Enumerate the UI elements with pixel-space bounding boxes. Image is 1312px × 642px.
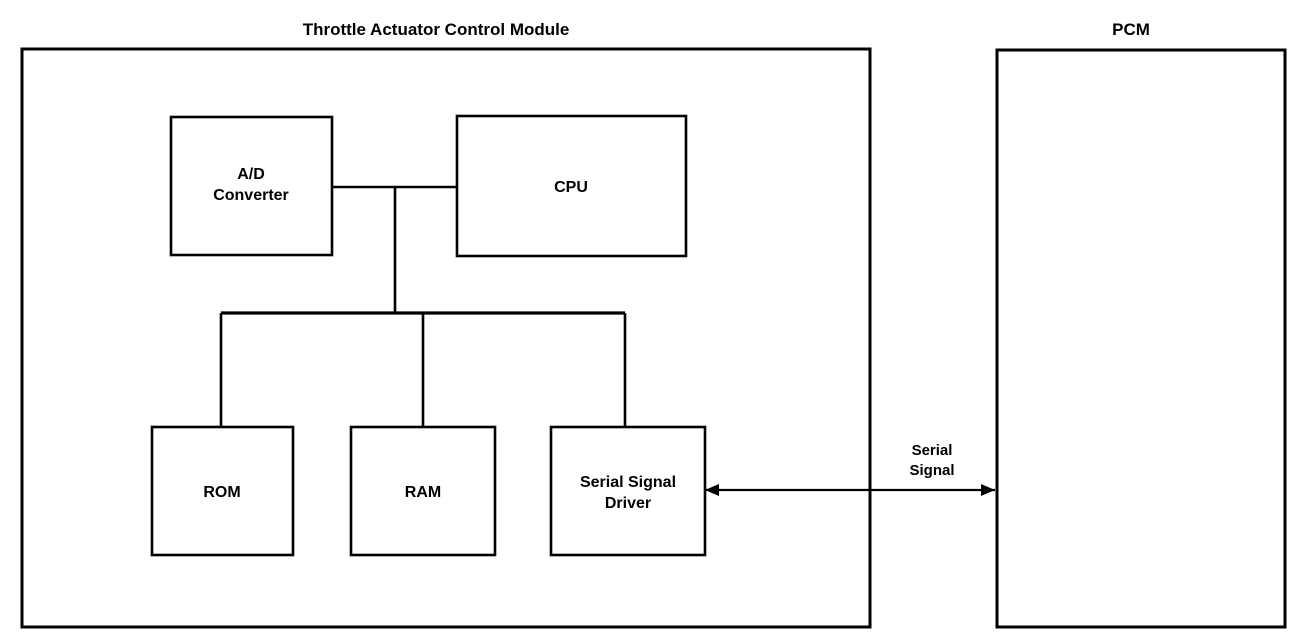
ad-converter-label-line1: A/D	[237, 166, 265, 183]
rom-label: ROM	[203, 484, 240, 501]
serial-signal-arrowhead-right-icon	[981, 484, 995, 496]
cpu-box	[455, 114, 688, 258]
ad-converter-label-line2: Converter	[213, 187, 289, 204]
serial-signal-driver-label-line1: Serial Signal	[580, 474, 676, 491]
serial-signal-arrowhead-left-icon	[705, 484, 719, 496]
pcm-box	[995, 48, 1287, 629]
serial-signal-driver-label-line2: Driver	[605, 495, 651, 512]
module-title: Throttle Actuator Control Module	[303, 20, 570, 39]
ram-box	[349, 425, 497, 557]
ram-label: RAM	[405, 484, 441, 501]
serial-signal-label-line2: Signal	[909, 462, 954, 479]
rom-box	[150, 425, 295, 557]
serial-signal-label-line1: Serial	[912, 442, 953, 459]
pcm-title: PCM	[1112, 20, 1150, 39]
cpu-label: CPU	[554, 179, 588, 196]
serial-signal-driver-box	[549, 425, 707, 557]
ad-converter-box	[169, 115, 334, 257]
